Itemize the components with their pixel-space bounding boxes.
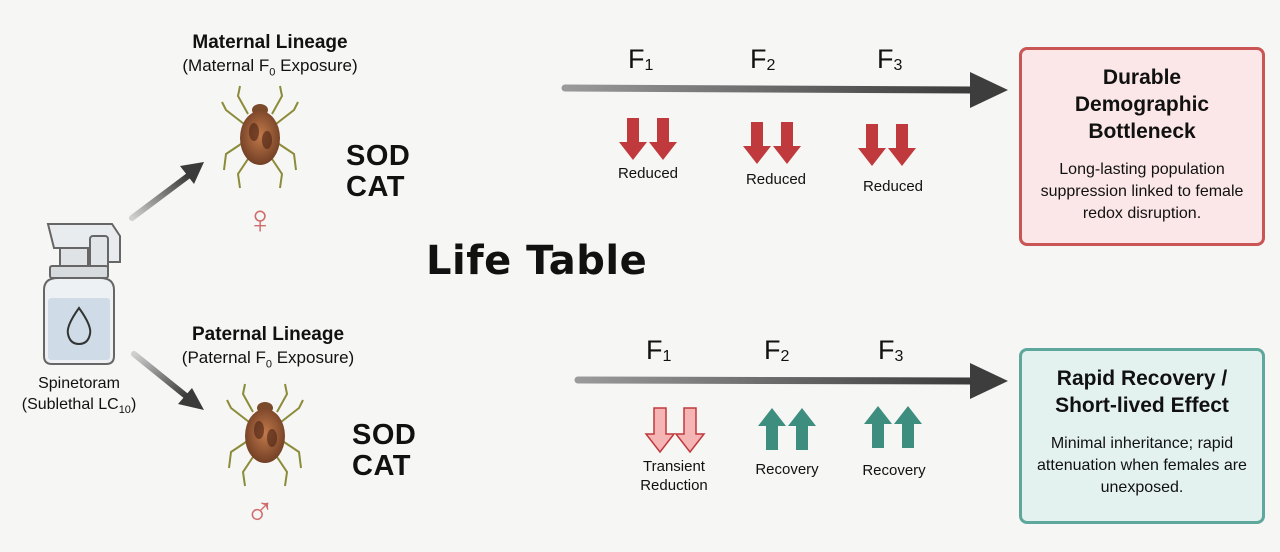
maternal-effect-arrows (619, 118, 916, 166)
paternal-gen-f1: F1 (646, 335, 672, 365)
maternal-gen-f3: F3 (877, 44, 903, 74)
maternal-subtitle: (Maternal F0 Exposure) (182, 56, 358, 79)
mite-female-icon (221, 85, 299, 189)
paternal-outcome-card: Rapid Recovery / Short-lived Effect Mini… (1019, 348, 1265, 524)
paternal-gen-f2: F2 (764, 335, 790, 365)
maternal-f1-effect: Reduced (617, 165, 679, 182)
paternal-effect-arrows (644, 406, 922, 454)
branch-arrow-paternal (131, 351, 204, 410)
paternal-f3-effect: Recovery (862, 462, 926, 479)
maternal-gen-f2: F2 (750, 44, 776, 74)
paternal-lineage-header: Paternal Lineage (Paternal F0 Exposure) (148, 324, 388, 370)
paternal-outcome-body: Minimal inheritance; rapid attenuation w… (1037, 435, 1247, 496)
maternal-f2-effect: Reduced (745, 171, 807, 188)
paternal-f2-effect: Recovery (755, 461, 819, 478)
paternal-enzymes: SOD CAT (352, 420, 416, 482)
maternal-f3-effect: Reduced (862, 178, 924, 195)
paternal-f3-up-arrow-a (864, 406, 892, 448)
maternal-enzymes: SOD CAT (346, 141, 410, 203)
maternal-enzyme-cat: CAT (346, 171, 405, 203)
maternal-title: Maternal Lineage (192, 32, 348, 53)
paternal-outcome-title: Rapid Recovery / Short-lived Effect (1055, 367, 1229, 417)
life-table-title: Life Table (426, 238, 648, 284)
source-label: Spinetoram (Sublethal LC10) (4, 373, 154, 421)
maternal-f3-down-arrow-a (858, 124, 886, 166)
mite-male-icon (226, 383, 304, 487)
paternal-f1-down-arrow-a (644, 407, 676, 454)
paternal-gen-f3: F3 (878, 335, 904, 365)
paternal-title: Paternal Lineage (191, 324, 345, 345)
branch-arrow-maternal (129, 162, 204, 221)
maternal-f2-down-arrow-a (743, 122, 771, 164)
paternal-f1-effect: Transient Reduction (640, 458, 708, 494)
paternal-subtitle: (Paternal F0 Exposure) (181, 348, 355, 371)
maternal-f1-down-arrow-a (619, 118, 647, 160)
paternal-enzyme-sod: SOD (352, 419, 417, 451)
paternal-enzyme-cat: CAT (352, 450, 411, 482)
male-symbol-icon: ♂ (245, 490, 275, 534)
paternal-f2-up-arrow-b (788, 408, 816, 450)
source-name: Spinetoram (38, 375, 120, 392)
maternal-f2-down-arrow-b (773, 122, 801, 164)
source-dose: (Sublethal LC10) (21, 396, 137, 417)
maternal-outcome-title: Durable Demographic Bottleneck (1074, 66, 1210, 143)
maternal-timeline-arrow (561, 72, 1008, 108)
maternal-f1-down-arrow-b (649, 118, 677, 160)
maternal-gen-f1: F1 (628, 44, 654, 74)
spray-bottle-icon (43, 223, 121, 365)
maternal-lineage-header: Maternal Lineage (Maternal F0 Exposure) (150, 32, 390, 78)
maternal-enzyme-sod: SOD (346, 140, 411, 172)
paternal-f3-up-arrow-b (894, 406, 922, 448)
paternal-f2-up-arrow-a (758, 408, 786, 450)
maternal-outcome-card: Durable Demographic Bottleneck Long-last… (1019, 47, 1265, 246)
maternal-f3-down-arrow-b (888, 124, 916, 166)
paternal-timeline-arrow (574, 363, 1008, 399)
paternal-f1-down-arrow-b (674, 407, 706, 454)
maternal-outcome-body: Long-lasting population suppression link… (1040, 161, 1244, 222)
female-symbol-icon: ♀ (245, 198, 275, 242)
